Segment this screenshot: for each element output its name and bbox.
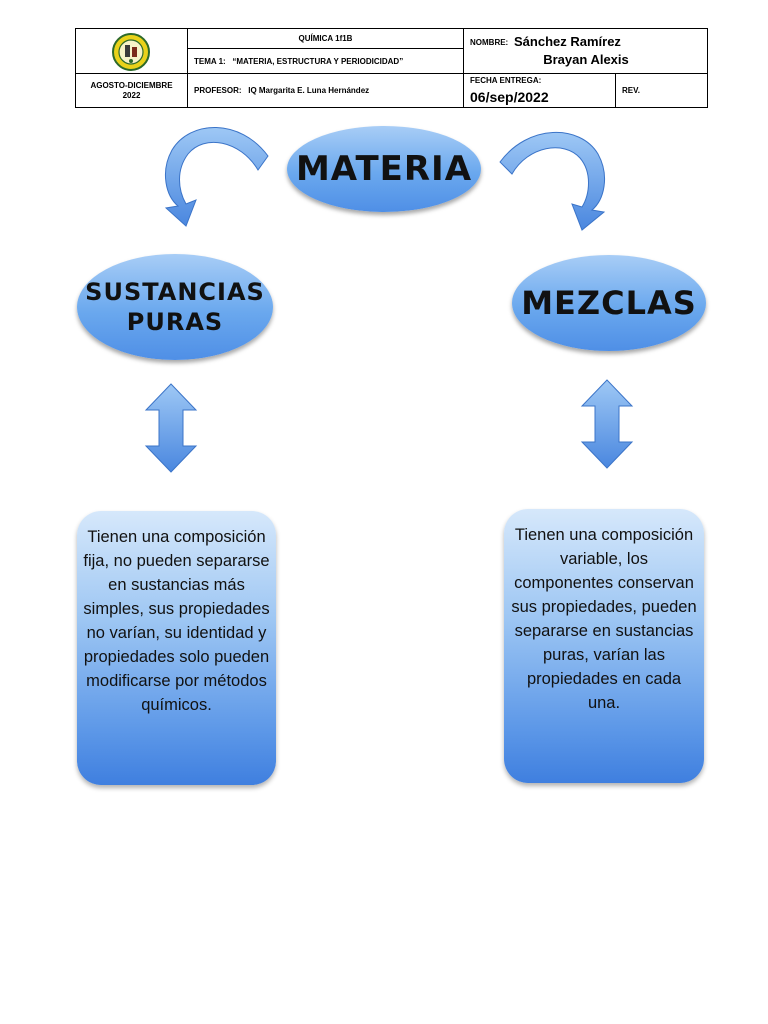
date-label: FECHA ENTREGA: bbox=[470, 76, 542, 85]
period-cell: AGOSTO-DICIEMBRE 2022 bbox=[76, 74, 188, 108]
node-materia: MATERIA bbox=[287, 126, 481, 212]
double-arrow-left-icon bbox=[144, 383, 198, 473]
document-header: AGOSTO-DICIEMBRE 2022 QUÍMICA 1f1B TEMA … bbox=[75, 28, 708, 108]
name-label: NOMBRE: bbox=[470, 38, 509, 47]
student-surname: Sánchez Ramírez bbox=[514, 34, 621, 49]
student-given-name: Brayan Alexis bbox=[543, 52, 629, 67]
description-sustancias-puras: Tienen una composición fija, no pueden s… bbox=[77, 511, 276, 785]
description-mezclas: Tienen una composición variable, los com… bbox=[504, 509, 704, 783]
curved-arrow-right-icon bbox=[499, 132, 606, 231]
revision-cell: REV. bbox=[616, 74, 708, 108]
node-sustancias-puras: SUSTANCIAS PURAS bbox=[77, 254, 273, 360]
curved-arrow-left-icon bbox=[164, 127, 269, 227]
student-name-cell: NOMBRE: Sánchez Ramírez Brayan Alexis bbox=[464, 29, 708, 74]
delivery-date-cell: FECHA ENTREGA: 06/sep/2022 bbox=[464, 74, 616, 108]
logo-cell bbox=[76, 29, 188, 74]
school-seal-icon bbox=[112, 33, 150, 71]
node-mezclas: MEZCLAS bbox=[512, 255, 706, 351]
professor-cell: PROFESOR: IQ Margarita E. Luna Hernández bbox=[188, 74, 464, 108]
double-arrow-right-icon bbox=[580, 379, 634, 469]
subject-cell: QUÍMICA 1f1B bbox=[188, 29, 464, 49]
date-value: 06/sep/2022 bbox=[470, 89, 549, 105]
topic-cell: TEMA 1: “MATERIA, ESTRUCTURA Y PERIODICI… bbox=[188, 49, 464, 74]
